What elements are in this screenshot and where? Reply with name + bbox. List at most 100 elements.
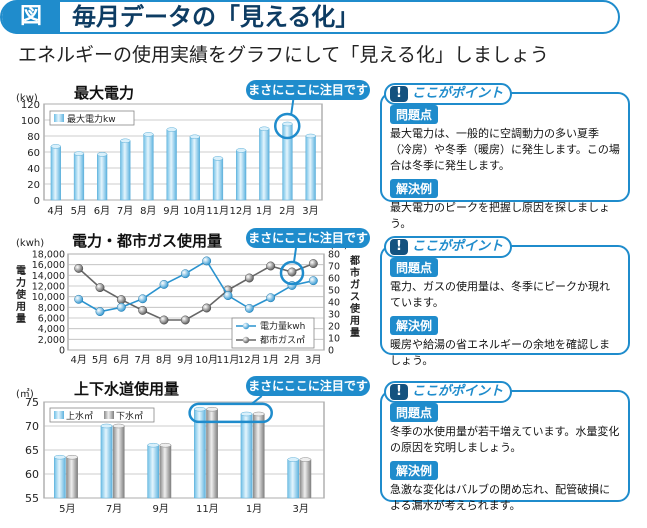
y2-tick-label: 0 — [328, 346, 334, 357]
bar-cap — [194, 406, 206, 412]
bar — [236, 150, 247, 201]
bar-sewer — [252, 413, 265, 499]
point-panel-1: 問題点 最大電力は、一般的に空調動力の多い夏季（冷房）や冬季（暖房）に発生します… — [380, 92, 630, 230]
problem-tag: 問題点 — [390, 403, 439, 422]
legend-swatch — [54, 114, 64, 122]
y-tick-label: 60 — [27, 148, 40, 159]
bar-cap — [287, 457, 300, 462]
y2-axis-label-char: 量 — [350, 326, 360, 339]
x-tick-label: 10月 — [183, 205, 206, 217]
exclamation-icon: ! — [390, 86, 408, 102]
point-panel-3: 問題点 冬季の水使用量が若干増えています。水量変化の原因を究明しましょう。 解決… — [380, 390, 630, 512]
bar-cap — [252, 411, 265, 417]
chart-title: 最大電力 — [74, 84, 134, 102]
point-title-3: ! ここがポイント — [384, 381, 512, 403]
y-axis-label-char: 量 — [16, 312, 26, 325]
y2-axis-label-char: 市 — [350, 266, 360, 279]
bar-sewer — [112, 425, 125, 499]
y-tick-label: 40 — [27, 164, 40, 175]
bar-cap — [305, 133, 316, 139]
y2-axis-label-char: ス — [350, 291, 360, 303]
point-gas — [116, 295, 126, 305]
bar-cap — [100, 423, 113, 429]
bar-cap — [143, 132, 154, 137]
chart-title: 電力・都市ガス使用量 — [72, 232, 222, 250]
x-tick-label: 1月 — [256, 205, 272, 217]
point-gas — [244, 273, 254, 283]
point-title-text: ここがポイント — [412, 239, 504, 254]
point-title-2: ! ここがポイント — [384, 236, 512, 258]
bar-cap — [299, 457, 312, 462]
x-tick-label: 5月 — [92, 354, 108, 366]
bar-cap — [112, 423, 125, 429]
problem-text: 電力、ガスの使用量は、冬季にピークか現れています。 — [390, 280, 610, 309]
bar-supply — [54, 456, 66, 499]
point-power — [159, 279, 169, 289]
y-tick-label: 8,000 — [38, 303, 65, 314]
x-tick-label: 9月 — [163, 205, 179, 217]
x-tick-label: 11月 — [196, 503, 219, 515]
bar — [305, 135, 316, 201]
x-tick-label: 11月 — [217, 354, 240, 366]
solution-text: 最大電力のピークを把握し原因を探しましょう。 — [390, 201, 610, 230]
x-tick-label: 11月 — [206, 205, 229, 217]
point-gas — [95, 283, 105, 293]
y2-tick-label: 20 — [328, 322, 340, 333]
x-tick-label: 2月 — [284, 354, 300, 366]
y-tick-label: 6,000 — [38, 314, 65, 325]
y-tick-label: 60 — [25, 468, 39, 481]
point-power — [308, 276, 318, 286]
legend-swatch — [54, 411, 64, 419]
bar — [50, 146, 61, 201]
problem-tag: 問題点 — [390, 258, 439, 277]
solution-tag: 解決例 — [390, 316, 439, 335]
y-axis-label-char: 用 — [15, 301, 26, 313]
x-tick-label: 8月 — [140, 205, 156, 217]
x-tick-label: 3月 — [302, 205, 318, 217]
figure-badge: 図 — [2, 0, 60, 34]
bar — [120, 140, 131, 201]
x-tick-label: 5月 — [59, 503, 75, 515]
callout-badge-1: まさにここに注目です — [246, 80, 370, 100]
y-tick-label: 70 — [25, 420, 39, 433]
x-tick-label: 7月 — [106, 503, 122, 515]
y-tick-label: 0 — [34, 196, 40, 207]
y-tick-label: 75 — [25, 396, 39, 409]
point-power — [244, 303, 254, 313]
y-axis-unit: (kwh) — [16, 238, 44, 249]
callout-badge-2: まさにここに注目です — [246, 228, 370, 248]
legend-box — [49, 110, 135, 126]
bar — [212, 158, 224, 201]
y-tick-label: 16,000 — [32, 260, 65, 271]
x-tick-label: 1月 — [246, 503, 262, 515]
y-tick-label: 10,000 — [32, 292, 65, 303]
exclamation-icon: ! — [390, 384, 408, 400]
page-title: 毎月データの「見える化」 — [72, 3, 360, 31]
highlight-circle — [279, 260, 305, 286]
bar-supply — [100, 425, 113, 499]
bar-cap — [206, 406, 218, 412]
y2-tick-label: 70 — [328, 262, 340, 273]
y-tick-label: 55 — [25, 492, 39, 505]
point-panel-2: 問題点 電力、ガスの使用量は、冬季にピークか現れています。 解決例 暖房や給湯の… — [380, 245, 630, 367]
y2-tick-label: 50 — [328, 286, 340, 297]
point-gas — [74, 263, 84, 273]
problem-text: 最大電力は、一般的に空調動力の多い夏季（冷房）や冬季（暖房）に発生します。この場… — [390, 127, 620, 172]
y-tick-label: 0 — [59, 346, 65, 357]
y-tick-label: 18,000 — [32, 250, 65, 261]
x-tick-label: 7月 — [117, 205, 133, 217]
callout-pointer — [251, 395, 263, 405]
point-gas — [180, 315, 190, 325]
highlight-circle — [274, 112, 301, 140]
bar-supply — [147, 444, 160, 499]
y2-axis-label-char: 用 — [349, 315, 360, 327]
chart-power-gas: 02,0004,0006,0008,00010,00012,00014,0001… — [15, 232, 361, 366]
y-tick-label: 4,000 — [38, 324, 65, 335]
legend-marker-power — [242, 322, 250, 330]
point-gas — [159, 315, 169, 325]
highlight-box — [188, 402, 273, 424]
x-tick-label: 4月 — [70, 354, 86, 366]
y2-axis-label-char: 都 — [349, 254, 360, 267]
